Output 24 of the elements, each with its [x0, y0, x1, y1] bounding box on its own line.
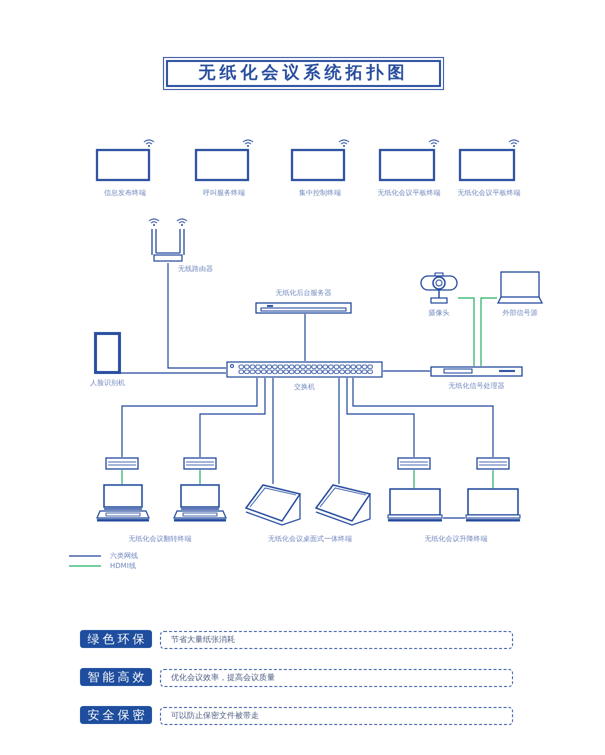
- category-badge: 智能高效: [80, 668, 152, 686]
- cable-line: [443, 517, 465, 519]
- cable-line: [121, 378, 258, 457]
- cable-line: [199, 378, 266, 457]
- cable-line: [413, 470, 415, 488]
- cable-line: [492, 470, 494, 488]
- cable-line: [121, 470, 123, 484]
- cable-line: [272, 378, 274, 484]
- cable-line: [167, 263, 226, 369]
- category-badge: 绿色环保: [80, 630, 152, 648]
- description-box: 节省大量纸张消耗: [160, 631, 513, 649]
- cable-line: [480, 297, 497, 366]
- cable-line: [352, 378, 494, 457]
- cable-line: [121, 372, 226, 374]
- cable-line: [338, 378, 340, 484]
- cable-line: [458, 297, 475, 366]
- cable-line: [383, 370, 430, 372]
- description-box: 可以防止保密文件被带走: [160, 707, 513, 725]
- cable-line: [346, 378, 415, 457]
- description-box: 优化会议效率，提高会议质量: [160, 669, 513, 687]
- category-badge: 安全保密: [80, 706, 152, 724]
- title-box: 无纸化会议系统拓扑图: [163, 57, 444, 90]
- cable-line: [199, 470, 201, 484]
- cable-line: [304, 314, 306, 361]
